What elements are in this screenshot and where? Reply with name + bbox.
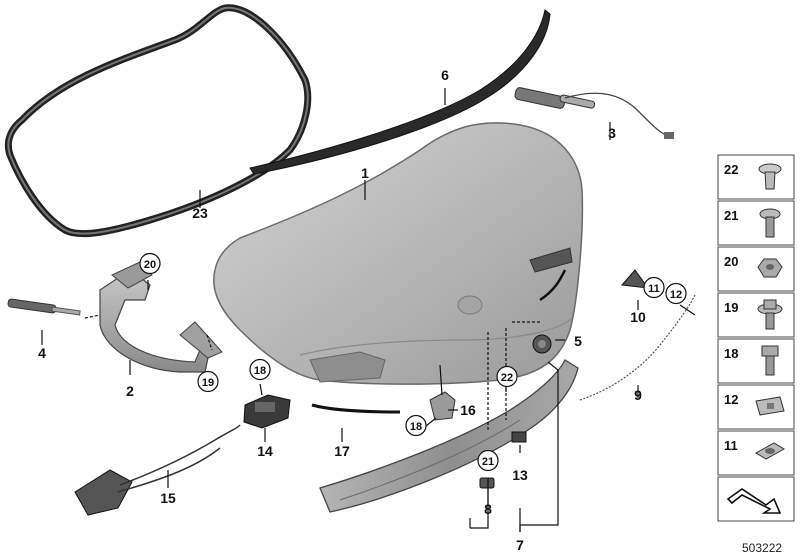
callout-label: 18	[254, 365, 266, 377]
lower-seal-strip	[311, 269, 567, 414]
legend-label: 22	[724, 162, 738, 177]
callout-circle	[139, 252, 161, 275]
cage-nut-icon	[755, 442, 785, 460]
wire-clip	[621, 269, 650, 289]
callout-label: 1	[361, 165, 369, 181]
legend-label: 12	[724, 392, 738, 407]
callout-label: 17	[334, 443, 350, 459]
callout-6: 6	[441, 67, 449, 83]
legend-label: 20	[724, 254, 738, 269]
callout-19: 19	[197, 370, 219, 393]
callout-label: 20	[144, 259, 156, 271]
legend-label: 21	[724, 208, 738, 223]
callout-label: 6	[441, 67, 449, 83]
flange-bolt-icon	[757, 299, 783, 330]
callout-8: 8	[484, 501, 492, 517]
fastener-legend: 22 21 20 19 18 12 11	[717, 154, 795, 522]
callout-16: 16	[460, 402, 476, 418]
legend-label: 19	[724, 300, 738, 315]
callout-7: 7	[516, 537, 524, 553]
legend-cell-19: 19	[717, 292, 795, 338]
rubber-grommet	[532, 334, 552, 354]
callout-circle	[405, 414, 427, 437]
callout-14: 14	[257, 443, 273, 459]
lid-hinge	[84, 261, 223, 373]
callout-circle	[643, 276, 665, 299]
callout-23: 23	[192, 205, 208, 221]
legend-cell-12: 12	[717, 384, 795, 430]
callout-label: 21	[482, 456, 494, 468]
callout-label: 9	[634, 387, 642, 403]
callout-label: 15	[160, 490, 176, 506]
callout-label: 2	[126, 383, 134, 399]
hex-nut-icon	[757, 258, 783, 278]
spring-clip-icon	[755, 396, 785, 416]
callout-17: 17	[334, 443, 350, 459]
callout-label: 16	[460, 402, 476, 418]
callout-4: 4	[38, 345, 46, 361]
callout-20: 20	[139, 252, 161, 275]
callout-label: 3	[608, 125, 616, 141]
callout-label: 11	[648, 283, 660, 295]
callout-12: 12	[665, 282, 687, 305]
callout-label: 10	[630, 309, 646, 325]
callout-label: 4	[38, 345, 46, 361]
callout-9: 9	[634, 387, 642, 403]
callout-15: 15	[160, 490, 176, 506]
callout-label: 12	[670, 289, 682, 301]
callout-label: 13	[512, 467, 528, 483]
latch-bracket	[429, 364, 456, 421]
callout-label: 19	[202, 377, 214, 389]
trim-panel	[319, 359, 579, 513]
legend-arrow-cell	[717, 476, 795, 522]
reference-number: 503222	[742, 541, 782, 555]
gas-spring	[7, 298, 81, 316]
callout-10: 10	[630, 309, 646, 325]
callout-18: 18	[405, 414, 427, 437]
callout-label: 14	[257, 443, 273, 459]
legend-label: 18	[724, 346, 738, 361]
callout-circle	[496, 365, 518, 388]
lid-actuator-strut	[514, 87, 674, 139]
callout-circle	[197, 370, 219, 393]
callout-label: 23	[192, 205, 208, 221]
leader-lines	[41, 88, 696, 532]
callout-11: 11	[643, 276, 665, 299]
plastic-rivet-icon	[758, 163, 782, 190]
callout-label: 18	[410, 421, 422, 433]
callout-21: 21	[477, 449, 499, 472]
spoiler-strip	[249, 9, 551, 175]
trunk-lock	[243, 394, 291, 429]
lock-actuator	[74, 424, 241, 516]
torx-screw-icon	[759, 208, 781, 238]
trunk-lid	[213, 122, 584, 385]
callout-2: 2	[126, 383, 134, 399]
callout-13: 13	[512, 467, 528, 483]
callout-label: 22	[501, 372, 513, 384]
callout-label: 7	[516, 537, 524, 553]
legend-cell-22: 22	[717, 154, 795, 200]
callout-label: 5	[574, 333, 582, 349]
release-cable	[579, 294, 696, 401]
legend-cell-21: 21	[717, 200, 795, 246]
legend-cell-18: 18	[717, 338, 795, 384]
legend-cell-20: 20	[717, 246, 795, 292]
callout-3: 3	[608, 125, 616, 141]
hex-bolt-icon	[761, 345, 779, 376]
callout-1: 1	[361, 165, 369, 181]
callout-22: 22	[496, 365, 518, 388]
callout-circle	[249, 358, 271, 381]
legend-label: 11	[724, 438, 738, 453]
callout-label: 8	[484, 501, 492, 517]
callout-5: 5	[574, 333, 582, 349]
small-plug	[479, 477, 495, 489]
callout-18: 18	[249, 358, 271, 381]
camera-module	[511, 431, 527, 443]
callout-circle	[665, 282, 687, 305]
legend-cell-11: 11	[717, 430, 795, 476]
weatherstrip-seal	[4, 4, 312, 238]
direction-arrow-icon	[726, 488, 782, 514]
callout-circle	[477, 449, 499, 472]
